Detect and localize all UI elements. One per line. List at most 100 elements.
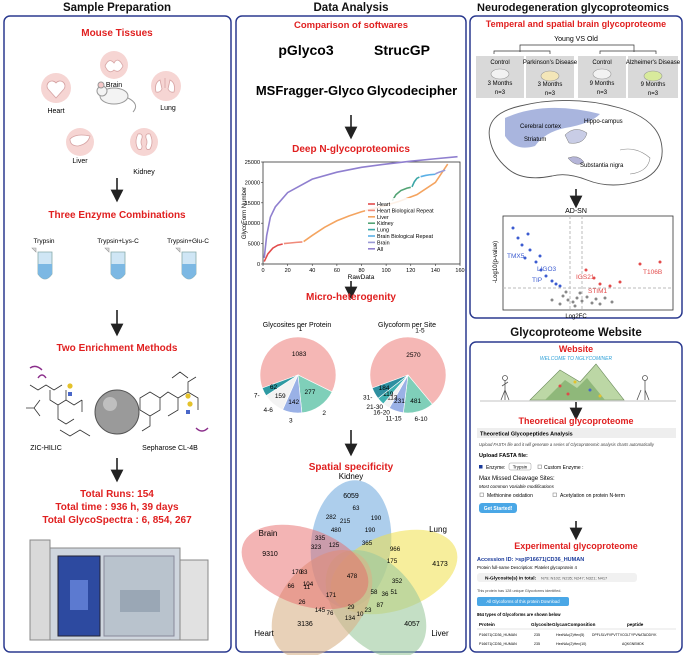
group-n: n=3 bbox=[495, 90, 506, 96]
table-cell[interactable]: P16671|CD36_HUMAN bbox=[479, 633, 517, 637]
method-label: ZIC-HILIC bbox=[30, 445, 62, 452]
total-runs: Total Runs: 154 bbox=[80, 489, 154, 500]
venn-label: Liver bbox=[431, 629, 449, 638]
pie-value: 113 bbox=[387, 394, 398, 401]
methionine-checkbox[interactable] bbox=[479, 492, 484, 497]
get-started-button[interactable] bbox=[479, 503, 517, 513]
section-title-tissues: Mouse Tissues bbox=[81, 28, 153, 39]
venn-region-value: 63 bbox=[353, 505, 360, 512]
venn-region-value: 23 bbox=[365, 607, 372, 614]
liver-shape bbox=[69, 134, 91, 147]
group-n: n=3 bbox=[648, 91, 659, 97]
y-axis-label: -Log10(p-value) bbox=[493, 241, 499, 283]
volcano-point bbox=[511, 226, 515, 230]
lung-shape bbox=[155, 78, 175, 93]
panel-title: Glycoproteome Website bbox=[510, 327, 641, 339]
download-label: All Glycoforms of this protein Download bbox=[486, 599, 560, 604]
group-age: 3 Months bbox=[538, 82, 563, 88]
pie-category-label: 16-20 bbox=[373, 410, 390, 417]
mountain-illustration bbox=[480, 363, 676, 402]
volcano-point bbox=[575, 296, 579, 300]
series-line bbox=[263, 243, 283, 262]
table-cell[interactable]: P16671|CD36_HUMAN bbox=[479, 642, 517, 646]
x-tick-label: 20 bbox=[285, 268, 291, 274]
section-title-micro: Micro-heterogenity bbox=[306, 292, 396, 303]
volcano-point bbox=[594, 297, 598, 301]
venn-region-value: 125 bbox=[329, 542, 340, 549]
pie-value: 119 bbox=[383, 391, 394, 398]
methionine-label: Methionine oxidation bbox=[487, 493, 533, 499]
panel-border bbox=[3, 15, 232, 653]
table-cell: 235 bbox=[534, 642, 540, 646]
pie-value: 62 bbox=[270, 384, 278, 391]
group-label: Control bbox=[592, 60, 611, 66]
venn-region-value: 480 bbox=[331, 527, 342, 534]
enzyme-radio-selected[interactable] bbox=[479, 465, 483, 469]
glycan-dot bbox=[187, 401, 193, 407]
glycan-square bbox=[68, 392, 72, 396]
section-title-enzymes: Three Enzyme Combinations bbox=[48, 210, 186, 221]
glycosite-bar bbox=[477, 573, 637, 582]
form-title: Theoretical Glycopeptides Analysis bbox=[480, 432, 573, 438]
gene-label: TMX5 bbox=[507, 253, 525, 260]
y-tick-label: 20000 bbox=[245, 180, 260, 186]
venn-region-value: 352 bbox=[392, 578, 403, 585]
section-title-spatial: Spatial specificity bbox=[309, 462, 394, 473]
group-n: n=3 bbox=[545, 91, 556, 97]
legend-label: Liver bbox=[377, 215, 389, 221]
form-description: Upload FASTA file and it will generate a… bbox=[479, 442, 655, 447]
accession-id[interactable]: Accession ID: >sp|P16671|CD36_HUMAN bbox=[477, 557, 584, 563]
venn-region-value: 365 bbox=[362, 540, 373, 547]
enzyme-select[interactable] bbox=[508, 462, 532, 471]
tube-icon bbox=[175, 247, 197, 280]
y-tick-label: 10000 bbox=[245, 221, 260, 227]
pie-value: 277 bbox=[304, 389, 315, 396]
bracket-line bbox=[493, 50, 657, 54]
legend-label: Brain Biological Repeat bbox=[377, 234, 434, 240]
enzyme-label: Trypsin+Lys-C bbox=[97, 238, 139, 245]
legend-label: Heart bbox=[377, 202, 391, 208]
venn-region-value: 4057 bbox=[404, 621, 420, 628]
mouse-icon bbox=[96, 81, 137, 113]
substantia-nigra-region bbox=[567, 156, 585, 165]
acetylation-checkbox[interactable] bbox=[552, 492, 557, 497]
volcano-point bbox=[580, 299, 584, 303]
venn-label: Brain bbox=[259, 529, 278, 538]
venn-region-value: 87 bbox=[377, 602, 384, 609]
x-tick-label: 40 bbox=[309, 268, 315, 274]
volcano-point bbox=[573, 304, 577, 308]
pie-category-label: 11-15 bbox=[386, 416, 403, 423]
upload-label[interactable]: Upload FASTA file: bbox=[479, 453, 528, 459]
pie-title: Glycosites per Protein bbox=[263, 322, 332, 329]
panel-data-analysis: Data Analysis Comparison of softwares pG… bbox=[235, 2, 467, 655]
banner-subtitle: WELCOME TO NGLYCOMINER bbox=[540, 356, 613, 362]
custom-enzyme-radio[interactable] bbox=[537, 464, 542, 469]
download-button[interactable] bbox=[477, 597, 569, 606]
series-line bbox=[435, 169, 446, 175]
glycoform-summary: This protein has 128 unique Glycoforms i… bbox=[477, 589, 561, 593]
volcano-point bbox=[550, 279, 554, 283]
legend-label: Lung bbox=[377, 228, 389, 234]
cortex-region bbox=[505, 107, 600, 148]
tube-icon bbox=[104, 247, 126, 280]
venn-region-value: 51 bbox=[391, 589, 398, 596]
volcano-point bbox=[585, 295, 589, 299]
venn-region-value: 335 bbox=[315, 535, 326, 542]
pie-value: 184 bbox=[379, 385, 390, 392]
volcano-point bbox=[578, 291, 582, 295]
section-title-brain: Temperal and spatial brain glycoproteome bbox=[486, 19, 666, 29]
venn-region-value: 6059 bbox=[343, 493, 359, 500]
y-axis-label: GlycoForm Number bbox=[242, 187, 248, 239]
organ-label-liver: Liver bbox=[72, 158, 88, 165]
x-tick-label: 0 bbox=[261, 268, 264, 274]
region-label: Cerebral cortex bbox=[520, 124, 561, 130]
volcano-point bbox=[538, 254, 542, 258]
venn-region-value: 170 bbox=[292, 569, 303, 576]
section-title-deep: Deep N-glycoproteomics bbox=[292, 144, 410, 155]
volcano-point bbox=[534, 260, 538, 264]
volcano-point bbox=[598, 282, 602, 286]
gene-label: TIP bbox=[532, 277, 542, 284]
legend-label: Kidney bbox=[377, 221, 394, 227]
